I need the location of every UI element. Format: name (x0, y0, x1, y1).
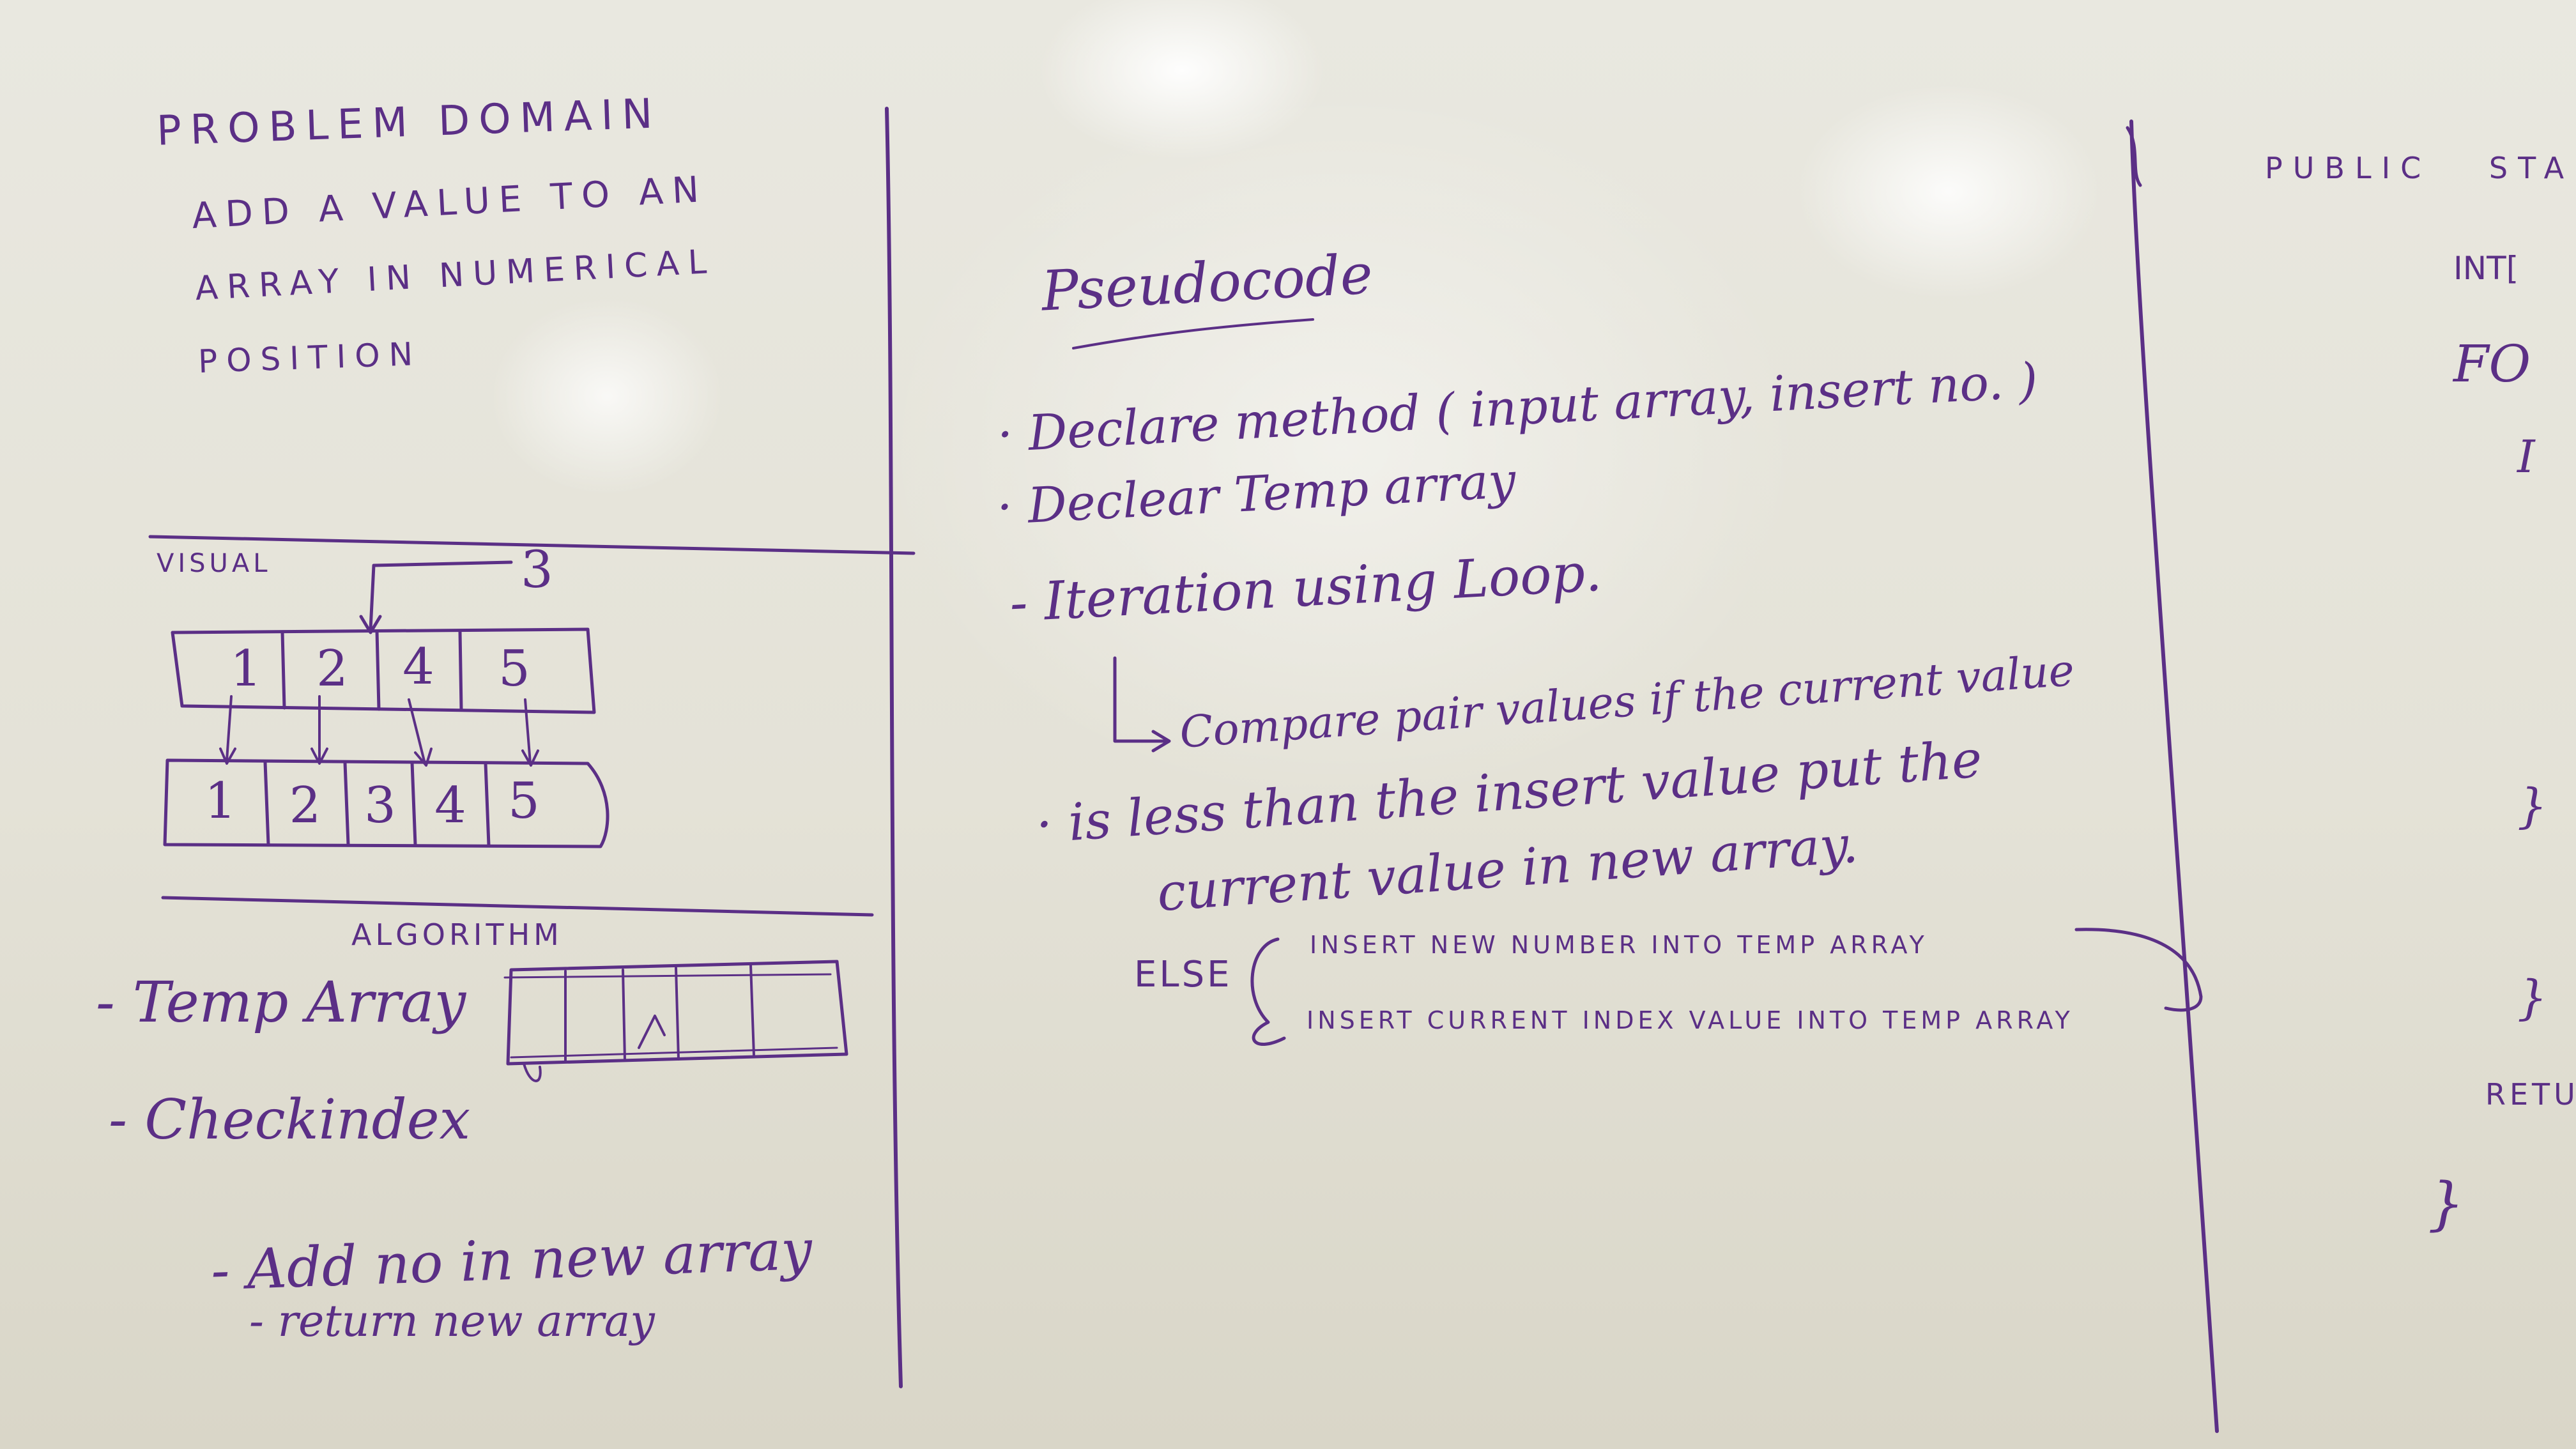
code-fragment: } (2428, 1170, 2465, 1238)
visual-separator (148, 535, 916, 555)
temp-array-box (506, 960, 848, 1066)
code-fragment: } (2517, 779, 2548, 834)
map-arrow-1 (226, 695, 233, 762)
else-close-brace (2074, 928, 2203, 1012)
input-array-cell: 4 (402, 638, 434, 696)
code-fragment: INT[ (2453, 250, 2519, 287)
input-array-cell: 2 (316, 640, 348, 698)
else-label: ELSE (1134, 954, 1232, 995)
output-array-cell: 2 (289, 777, 321, 834)
code-fragment: I (2517, 431, 2535, 483)
visual-label: VISUAL (157, 549, 272, 578)
insert-value: 3 (521, 540, 553, 599)
code-fragment: } (2517, 970, 2548, 1025)
problem-domain-line-3: POSITION (197, 335, 422, 381)
algorithm-separator (161, 896, 874, 917)
divider-right (2129, 119, 2219, 1433)
map-arrow-4 (524, 698, 532, 765)
else-open-brace (1250, 937, 1286, 1046)
else-line: INSERT NEW NUMBER INTO TEMP ARRAY (1310, 931, 1928, 959)
insert-arrow (369, 560, 513, 631)
output-array-cell: 5 (508, 772, 540, 830)
input-array-box (171, 627, 596, 714)
output-array-cell: 4 (434, 777, 466, 834)
code-fragment: FO (2453, 334, 2531, 394)
else-line: INSERT CURRENT INDEX VALUE INTO TEMP ARR… (1307, 1006, 2074, 1034)
algorithm-step: - Temp Array (96, 969, 466, 1035)
algorithm-title: ALGORITHM (351, 917, 563, 952)
code-bracket (2126, 126, 2142, 187)
input-array-cell: 5 (498, 640, 530, 698)
output-array-cell: 1 (204, 772, 236, 830)
input-array-cell: 1 (230, 640, 262, 698)
code-fragment: RETU (2485, 1077, 2576, 1112)
algorithm-step: - Checkindex (109, 1088, 471, 1152)
code-line: PUBLIC STA (2265, 151, 2575, 185)
output-array-box (163, 758, 610, 848)
loop-arrow (1113, 656, 1168, 743)
algorithm-step: - return new array (249, 1296, 655, 1347)
divider-left (885, 107, 903, 1388)
pseudocode-underline (1072, 318, 1314, 349)
pseudocode-title: Pseudocode (1039, 242, 1374, 324)
output-array-cell: 3 (364, 777, 396, 834)
map-arrow-3 (408, 698, 426, 765)
